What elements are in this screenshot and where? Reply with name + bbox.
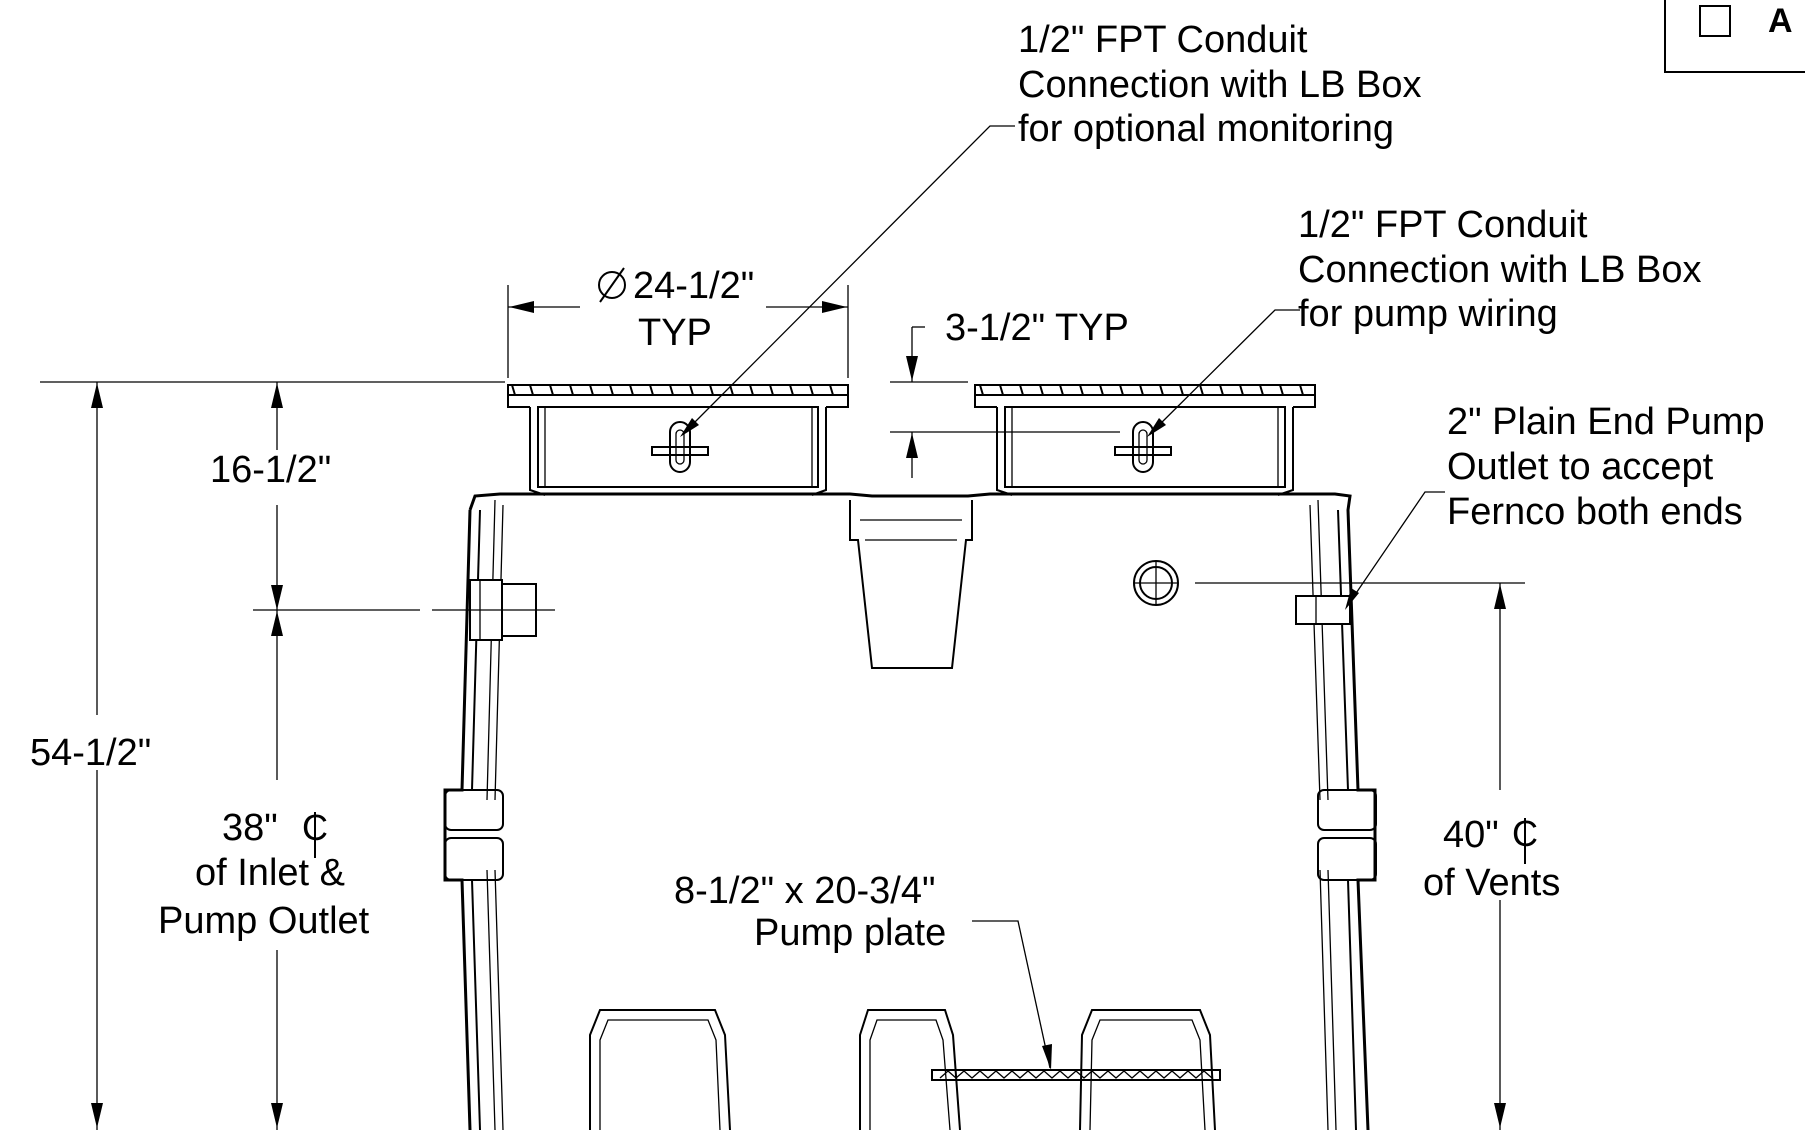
dim-vent-height: 40" C of Vents [1195,582,1560,1130]
pump-wiring-line2: Connection with LB Box [1298,249,1701,291]
checkbox-letter: A [1768,2,1793,40]
dim-riser-diameter: 24-1/2" TYP [507,265,849,378]
riser-gap-label: 3-1/2" TYP [945,307,1129,349]
monitoring-conduit-line1: 1/2" FPT Conduit [1018,19,1308,61]
monitoring-conduit-line2: Connection with LB Box [1018,64,1421,106]
centerline-symbol: C [1512,813,1538,864]
callout-pump-outlet: 2" Plain End Pump Outlet to accept Fernc… [1345,401,1765,610]
title-block: A [1664,0,1805,73]
dim-riser-gap: 3-1/2" TYP [890,307,1129,478]
pump-outlet-fitting [1295,595,1351,625]
pump-wiring-line3: for pump wiring [1298,293,1558,335]
riser-left [507,384,849,496]
dim-overall-height: 54-1/2" [30,381,505,1130]
pump-outlet-line1: 2" Plain End Pump [1447,401,1765,443]
monitoring-conduit-line3: for optional monitoring [1018,108,1394,150]
inlet-height-line2: of Inlet & [195,852,345,894]
pump-outlet-line2: Outlet to accept [1447,446,1714,488]
pump-outlet-line3: Fernco both ends [1447,491,1743,533]
callout-pump-plate: 8-1/2" x 20-3/4" Pump plate [674,870,1052,1070]
pump-wiring-line1: 1/2" FPT Conduit [1298,204,1588,246]
inlet-height-line3: Pump Outlet [158,900,370,942]
pump-plate [931,1069,1221,1081]
vent-fitting [1133,560,1179,606]
riser-height-label: 16-1/2" [210,449,331,491]
vent-height-line2: of Vents [1423,862,1560,904]
pump-plate-line1: 8-1/2" x 20-3/4" [674,870,935,912]
dim-riser-height: 16-1/2" [210,382,420,611]
centerline-symbol: C [302,807,328,858]
callout-monitoring-conduit: 1/2" FPT Conduit Connection with LB Box … [680,19,1421,437]
overall-height-label: 54-1/2" [30,732,151,774]
pump-plate-line2: Pump plate [754,912,946,954]
diameter-symbol [598,267,626,303]
checkbox[interactable] [1699,5,1731,37]
vent-height-value: 40" [1443,814,1499,856]
riser-diameter-typ: TYP [638,312,712,354]
callout-pump-wiring-conduit: 1/2" FPT Conduit Connection with LB Box … [1147,204,1701,437]
dim-inlet-height: 38" C of Inlet & Pump Outlet [158,609,555,1130]
riser-diameter-value: 24-1/2" [633,265,754,307]
riser-right [974,384,1316,496]
inlet-height-value: 38" [222,807,278,849]
tank-body [443,492,1377,1130]
